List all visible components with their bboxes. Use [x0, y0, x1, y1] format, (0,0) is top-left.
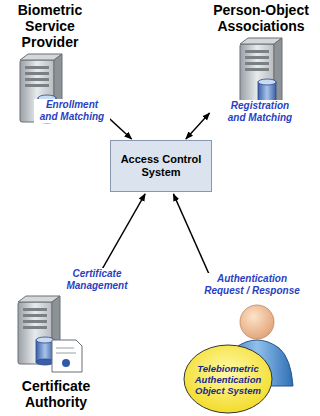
- certificate-server-icon: [6, 290, 106, 378]
- box-label: Access Control System: [111, 149, 211, 183]
- node-title: Biometric Service Provider: [2, 2, 98, 50]
- node-title: Certificate Authority: [6, 378, 106, 410]
- connector-arrow: [186, 113, 210, 139]
- person-figure: [183, 296, 307, 414]
- certificate-authority-node: Certificate Authority: [6, 290, 106, 410]
- edge-label: Registration and Matching: [222, 100, 298, 124]
- actor-node: Telebiometric Authentication Object Syst…: [183, 296, 307, 414]
- ellipse-label: Telebiometric Authentication Object Syst…: [188, 348, 268, 410]
- process-box: Access Control System: [110, 140, 212, 192]
- node-title: Person-Object Associations: [204, 2, 318, 34]
- edge-label: Enrollment and Matching: [34, 99, 110, 123]
- edge-label: Authentication Request / Response: [196, 273, 308, 297]
- server-node: Person-Object Associations: [204, 2, 318, 112]
- edge-label: Certificate Management: [58, 268, 136, 292]
